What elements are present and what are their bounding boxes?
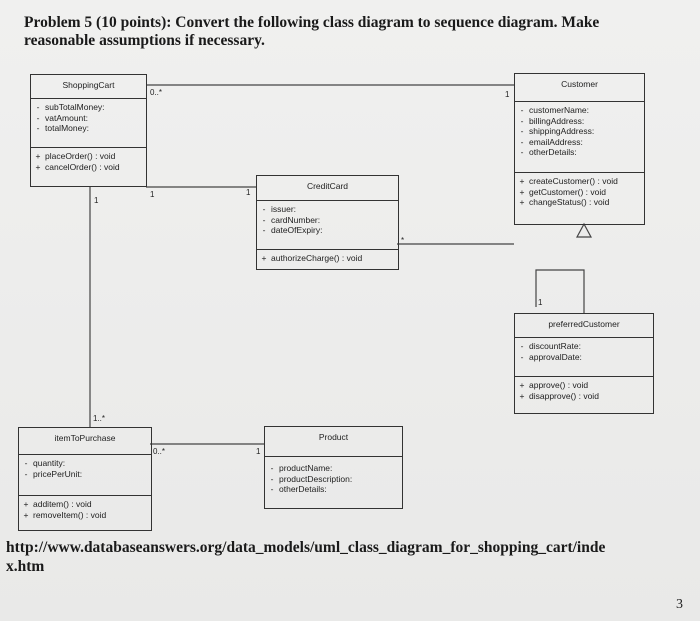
operation: removeItem() : void: [33, 509, 107, 520]
attribute: otherDetails:: [529, 147, 577, 157]
class-shopping-cart: ShoppingCart -subTotalMoney: -vatAmount:…: [30, 74, 147, 187]
multiplicity-label: 1: [246, 188, 251, 197]
attribute: productName:: [279, 463, 333, 473]
class-preferred-customer: preferredCustomer -discountRate: -approv…: [514, 313, 654, 414]
attributes-section: -productName: -productDescription: -othe…: [270, 463, 353, 494]
attribute: customerName:: [529, 105, 589, 115]
attribute: productDescription:: [279, 473, 353, 484]
attribute: dateOfExpiry:: [271, 225, 323, 235]
multiplicity-label: 1: [150, 190, 155, 199]
problem-line-2: reasonable assumptions if necessary.: [24, 32, 265, 49]
class-credit-card: CreditCard -issuer: -cardNumber: -dateOf…: [256, 175, 399, 270]
operation: cancelOrder() : void: [45, 161, 120, 172]
generalization-line: [535, 269, 585, 313]
class-name: itemToPurchase: [19, 428, 151, 455]
source-url: http://www.databaseanswers.org/data_mode…: [6, 538, 696, 576]
multiplicity-label: 1: [505, 90, 510, 99]
multiplicity-label: 0..*: [150, 88, 163, 97]
attribute: quantity:: [33, 458, 66, 468]
attributes-section: -issuer: -cardNumber: -dateOfExpiry:: [257, 201, 398, 250]
attribute: vatAmount:: [45, 112, 88, 123]
multiplicity-label: 1..*: [93, 414, 106, 423]
operation: disapprove() : void: [529, 390, 599, 401]
multiplicity-label: 0..*: [153, 447, 166, 456]
operations-section: +authorizeCharge() : void: [261, 253, 363, 263]
class-product: Product -productName: -productDescriptio…: [264, 426, 403, 509]
attribute: emailAddress:: [529, 136, 583, 147]
multiplicity-label: 1: [94, 196, 99, 205]
attributes-section: -customerName: -billingAddress: -shippin…: [515, 102, 644, 173]
class-name: CreditCard: [257, 176, 398, 201]
operations-section: +createCustomer() : void +getCustomer() …: [519, 176, 618, 207]
class-name: ShoppingCart: [31, 75, 146, 99]
problem-line-1: Problem 5 (10 points): Convert the follo…: [24, 14, 600, 31]
operation: createCustomer() : void: [529, 176, 618, 186]
class-name: preferredCustomer: [515, 314, 653, 338]
url-line-1: http://www.databaseanswers.org/data_mode…: [6, 539, 606, 556]
attributes-section: -subTotalMoney: -vatAmount: -totalMoney:: [31, 99, 146, 148]
attribute: issuer:: [271, 204, 297, 214]
attribute: discountRate:: [529, 341, 581, 351]
attribute: cardNumber:: [271, 214, 321, 225]
operations-section: +approve() : void +disapprove() : void: [519, 380, 599, 401]
url-line-2: x.htm: [6, 558, 45, 575]
operation: getCustomer() : void: [529, 186, 606, 197]
operation: approve() : void: [529, 380, 589, 390]
attribute: approvalDate:: [529, 351, 582, 362]
multiplicity-label: 1: [538, 298, 543, 307]
problem-statement: Problem 5 (10 points): Convert the follo…: [24, 14, 674, 50]
attributes-section: -discountRate: -approvalDate:: [515, 338, 653, 377]
operations-section: +additem() : void +removeItem() : void: [23, 499, 107, 520]
operations-section: +placeOrder() : void +cancelOrder() : vo…: [35, 151, 120, 172]
attribute: shippingAddress:: [529, 126, 595, 136]
attribute: subTotalMoney:: [45, 102, 105, 112]
attribute: totalMoney:: [45, 123, 89, 133]
class-name: Customer: [515, 74, 644, 102]
attribute: pricePerUnit:: [33, 468, 83, 479]
operation: additem() : void: [33, 499, 92, 509]
page-number: 3: [676, 597, 683, 612]
operation: authorizeCharge() : void: [271, 253, 363, 263]
attribute: billingAddress:: [529, 115, 585, 126]
attribute: otherDetails:: [279, 484, 327, 494]
generalization-arrowhead: [575, 222, 593, 238]
class-name: Product: [265, 427, 402, 457]
class-customer: Customer -customerName: -billingAddress:…: [514, 73, 645, 225]
operation: placeOrder() : void: [45, 151, 116, 161]
attributes-section: -quantity: -pricePerUnit:: [19, 455, 151, 496]
class-item-to-purchase: itemToPurchase -quantity: -pricePerUnit:…: [18, 427, 152, 531]
operation: changeStatus() : void: [529, 197, 610, 207]
multiplicity-label: *: [401, 236, 405, 245]
multiplicity-label: 1: [256, 447, 261, 456]
